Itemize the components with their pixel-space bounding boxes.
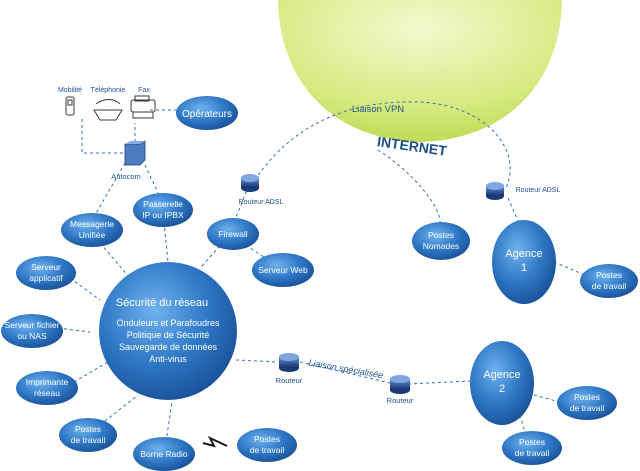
link-firewall-web [245,244,269,261]
link-agence2-postes-b [519,414,526,433]
node-serveur-fichier: Serveur fichier ou NAS [1,314,63,348]
messagerie-line2: Unifiée [79,230,106,240]
telephone-icon [93,99,123,121]
routeur-1-icon [279,353,299,372]
agence2-line1: Agence [483,369,520,381]
operateurs-label: Opérateurs [182,109,232,120]
postes-agence2a-line2: de travail [570,403,605,413]
internet-cloud [278,0,562,142]
postes-agence2a-line1: Postes [574,392,600,402]
phones: Mobilité Téléphonie Fax [58,87,156,121]
node-postes-travail-left: Postes de travail [59,418,117,452]
passerelle-line1: Passerelle [143,199,183,209]
link-agence2-postes-a [533,394,561,403]
node-postes-agence-2b: Postes de travail [502,431,562,465]
mobile-phone-icon [65,96,75,116]
postes-agence1-line2: de travail [592,281,627,291]
postes-left-line2: de travail [71,435,106,445]
node-serveur-web: Serveur Web [252,253,314,287]
postes-agence2b-line1: Postes [519,437,545,447]
borne-radio-label: Borne Radio [140,449,188,459]
router-adsl-right-icon [486,182,504,200]
node-serveur-applicatif: Serveur applicatif [16,256,76,290]
link-postes-security [99,394,139,426]
routeur-2-icon [390,375,410,394]
autocom-device [124,140,146,166]
agence1-line1: Agence [505,248,542,260]
security-hub: Sécurité du réseau Onduleurs et Parafoud… [99,262,237,400]
imprimante-line1: Imprimante [26,377,69,387]
router-adsl-left-icon [241,174,259,192]
router-adsl-left-label: Routeur ADSL [239,199,284,206]
link-security-routeur1 [235,359,279,363]
security-item-2: Politique de Sécurité [127,330,210,340]
link-imprimante-security [73,361,109,383]
imprimante-line2: réseau [34,388,60,398]
postes-bottom-line2: de travail [250,445,285,455]
serveur-fichier-line2: ou NAS [17,331,47,341]
node-operateurs: Opérateurs [176,96,238,130]
node-postes-agence-1: Postes de travail [580,264,638,298]
nomades-line2: Nomades [423,241,459,251]
link-fichier-security [57,327,91,333]
postes-left-line1: Postes [75,424,101,434]
link-autocom-passerelle [144,164,161,198]
wireless-bolt-icon [202,435,228,448]
link-firewall-router [233,189,248,223]
postes-agence2b-line2: de travail [515,448,550,458]
fax-icon [130,95,156,119]
passerelle-line2: IP ou IPBX [142,210,184,220]
firewall-label: Firewall [218,229,247,239]
postes-agence1-line1: Postes [596,270,622,280]
link-messagerie-security [99,242,131,279]
link-routeur2-agence2 [407,380,471,385]
autocom-label: Autocom [111,172,141,181]
liaison-label: Liaison spécialisée [308,358,384,381]
security-item-4: Anti-virus [149,354,187,364]
link-nomades [377,149,441,223]
router-adsl-right-label: Routeur ADSL [516,187,561,194]
link-borne-security [165,401,173,443]
mobile-label: Mobilité [58,87,82,94]
serveur-web-label: Serveur Web [258,265,308,275]
link-passerelle-security [163,221,169,263]
link-phones-autocom [81,119,125,154]
node-postes-agence-2a: Postes de travail [557,386,617,420]
fax-label: Fax [138,87,150,94]
link-vpn-left [254,101,511,191]
link-router-agence1 [507,197,521,226]
node-firewall: Firewall [207,218,259,250]
link-agence1-postes [553,261,586,276]
node-postes-travail-bottom: Postes de travail [237,428,297,462]
node-imprimante: Imprimante réseau [16,371,78,405]
nomades-line1: Postes [428,230,454,240]
node-borne-radio: Borne Radio [133,437,195,471]
node-messagerie: Messagerie Unifiée [61,213,123,247]
security-item-1: Onduleurs et Parafoudres [116,318,220,328]
link-applicatif-security [69,277,101,301]
node-agence-2: Agence 2 [470,341,534,425]
postes-bottom-line1: Postes [254,434,280,444]
link-autocom-messagerie [93,162,126,218]
security-item-3: Sauvegarde de données [119,342,218,352]
serveur-fichier-line1: Serveur fichier [5,320,60,330]
telephone-label: Téléphonie [91,87,126,94]
vpn-label: Liaison VPN [352,104,404,115]
node-agence-1: Agence 1 [492,220,556,304]
link-firewall-security [199,245,221,269]
serveur-applicatif-line2: applicatif [29,273,63,283]
node-passerelle: Passerelle IP ou IPBX [133,193,193,227]
messagerie-line1: Messagerie [70,219,114,229]
routeur-1-label: Routeur [276,376,303,385]
serveur-applicatif-line1: Serveur [31,262,61,272]
connections [57,101,586,443]
agence1-line2: 1 [521,262,527,274]
agence2-line2: 2 [499,383,505,395]
routeur-2-label: Routeur [387,396,414,405]
node-postes-nomades: Postes Nomades [412,222,470,260]
security-title: Sécurité du réseau [116,297,208,309]
